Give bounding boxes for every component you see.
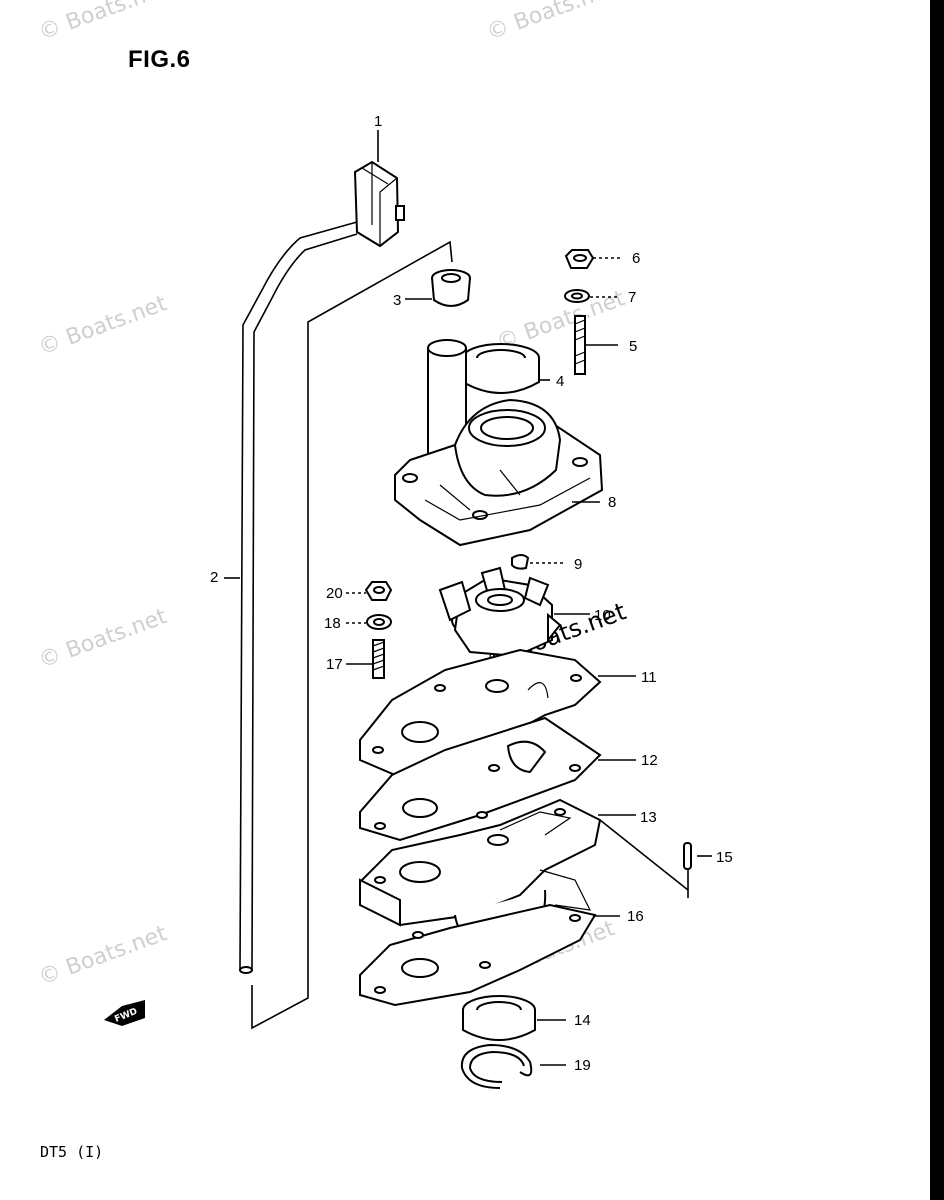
tube-leader-bracket [251,240,453,1030]
model-footer: DT5 (I) [40,1143,104,1161]
part-18-washer [346,614,392,630]
part-5-stud [574,315,618,375]
part-10-impeller [438,566,590,658]
callout-18: 18 [324,615,341,632]
part-9-key [511,554,565,570]
callout-10: 10 [594,607,611,624]
part-6-nut [564,249,620,269]
part-12-gasket [359,716,636,842]
part-3-bushing [405,269,471,307]
callout-4: 4 [556,373,564,390]
callout-5: 5 [629,338,637,355]
part-8-pump-case [394,339,604,547]
part-2-water-tube [224,221,358,974]
part-17-stud [346,639,385,679]
callout-7: 7 [628,289,636,306]
callout-15: 15 [716,849,733,866]
callout-12: 12 [641,752,658,769]
part-1-grommet [353,130,405,248]
callout-6: 6 [632,250,640,267]
part-4-oil-seal [462,343,550,394]
part-16-lower-gasket [359,903,620,1007]
watermark-7: © Boats.net [36,921,171,991]
watermark-2: © Boats.net [484,0,619,46]
callout-13: 13 [640,809,657,826]
part-11-upper-plate [359,648,636,777]
part-7-washer [564,289,620,303]
callout-1: 1 [374,113,382,130]
part-20-nut [346,581,393,601]
watermark-1: © Boats.net [36,0,171,46]
callout-9: 9 [574,556,582,573]
callout-8: 8 [608,494,616,511]
part-15-pin [683,842,712,898]
callout-11: 11 [641,669,657,686]
part-19-circlip [460,1043,566,1089]
callout-19: 19 [574,1057,591,1074]
part-14-seal [462,995,566,1041]
callout-2: 2 [210,569,218,586]
callout-labels: 1 2 3 4 5 6 7 8 9 10 11 12 13 14 15 16 1… [210,113,733,1074]
watermark-5: © Boats.net [36,604,171,674]
callout-17: 17 [326,656,343,673]
callout-3: 3 [393,292,401,309]
callout-14: 14 [574,1012,591,1029]
forward-direction-marker: FWD [104,1000,145,1026]
watermark-3: © Boats.net [36,291,171,361]
scan-edge-bar [930,0,944,1200]
callout-20: 20 [326,585,343,602]
callout-16: 16 [627,908,644,925]
figure-title: FIG.6 [128,46,191,73]
